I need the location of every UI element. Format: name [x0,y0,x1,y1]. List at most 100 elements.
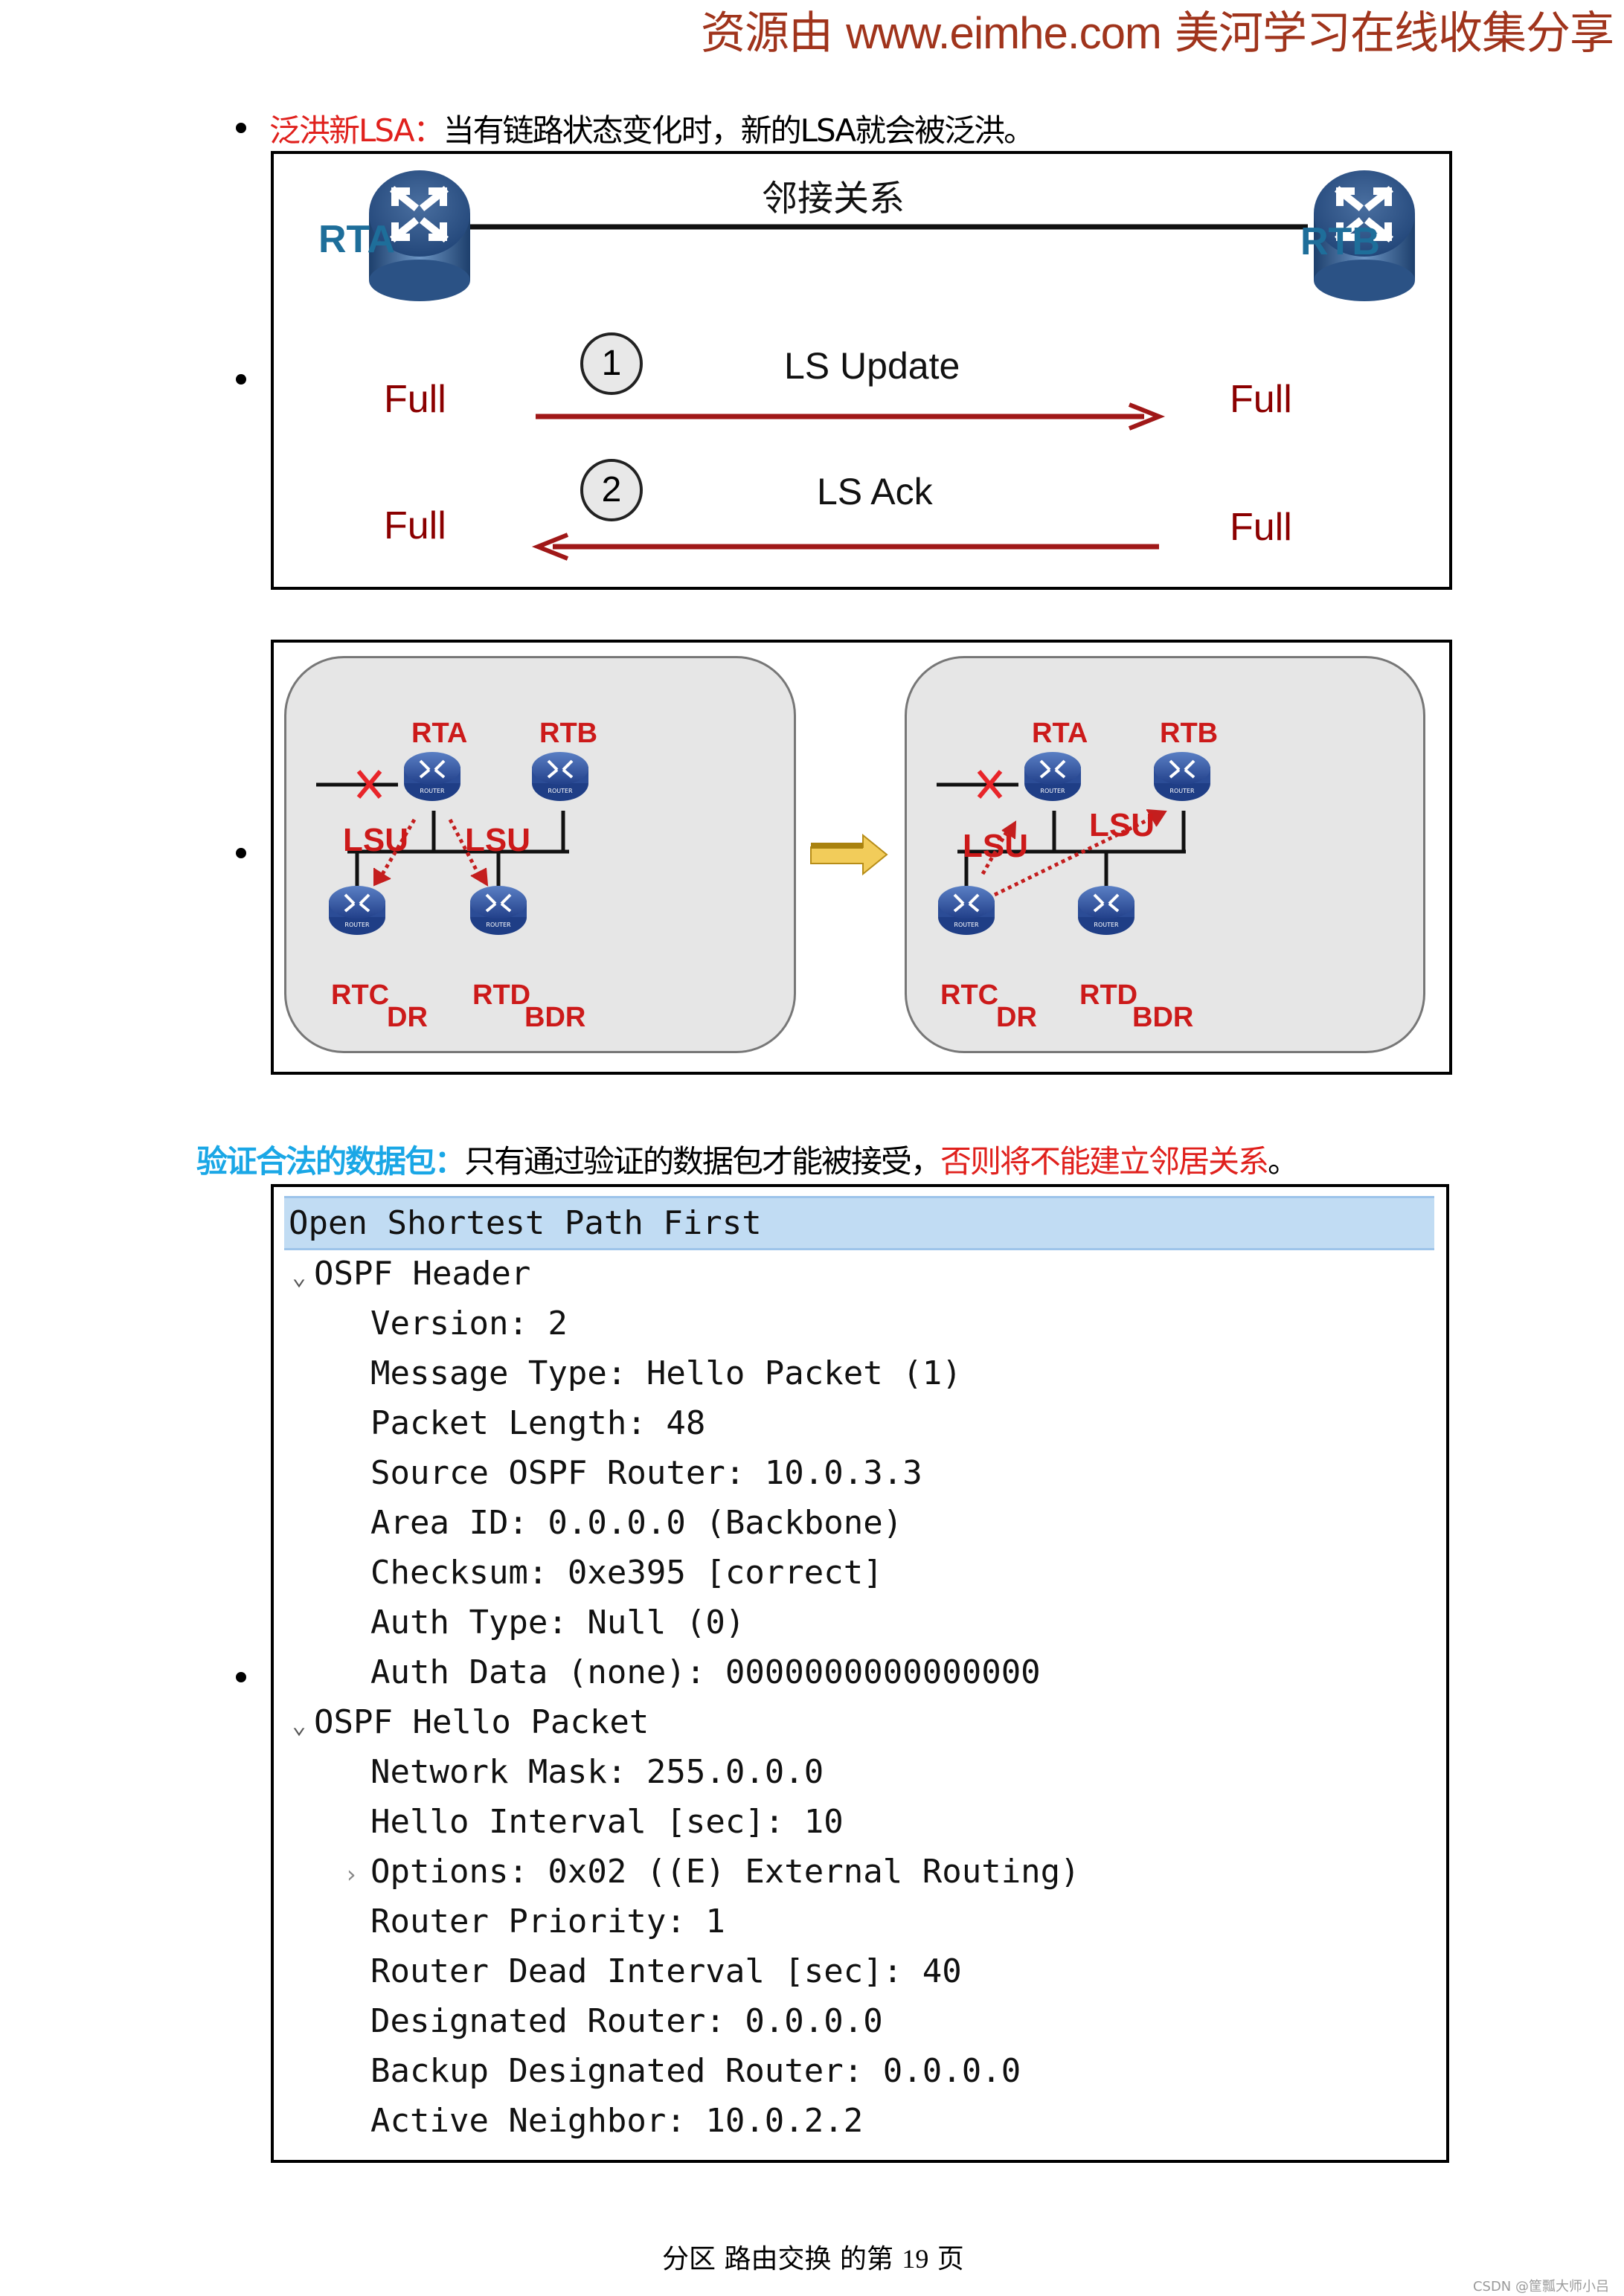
router-rtc-icon: ROUTER [938,886,995,935]
chevron-down-icon[interactable]: ⌄ [292,1262,306,1290]
tree-field[interactable]: Router Priority: 1 [370,1903,725,1940]
tree-field[interactable]: Checksum: 0xe395 [correct] [370,1554,883,1592]
csdn-credit: CSDN @筐瓢大师小吕 [1472,2279,1609,2295]
dr-role-label: DR [996,1002,1037,1033]
tree-field[interactable]: Auth Type: Null (0) [370,1604,745,1641]
tree-field[interactable]: Hello Interval [sec]: 10 [370,1803,844,1841]
lsa-flood-diagram: RTA RTB 邻接关系 1 LS Update Full Full 2 LS … [271,151,1452,590]
page-number: 19 [902,2244,929,2274]
adjacency-label: 邻接关系 [762,178,905,219]
router-rta-label: RTA [318,218,396,261]
dr-role-label: DR [387,1002,428,1033]
svg-text:ROUTER: ROUTER [344,922,370,928]
panel-before: ROUTER ROUTER ROUTER ROUTER RTA RTB RTC … [284,656,796,1053]
watermark-url: www.eimhe.com [846,8,1162,58]
section2-warning: 否则将不能建立邻居关系 [940,1143,1269,1180]
tree-field[interactable]: Version: 2 [370,1305,568,1342]
svg-text:ROUTER: ROUTER [954,922,979,928]
router-rta-icon: ROUTER [404,752,460,801]
diagram1-graphics [369,170,1415,561]
section2-highlight: 验证合法的数据包： [196,1143,466,1180]
rtb-label: RTB [539,718,598,749]
bullet [236,374,246,385]
ls-update-label: LS Update [784,345,960,387]
step-1-badge: 1 [580,332,643,395]
section1-line: 泛洪新LSA：当有链路状态变化时，新的LSA就会被泛洪。 [269,106,1035,151]
rta-state-2: Full [384,504,446,547]
footer-prefix: 分区 路由交换 的第 [662,2244,902,2274]
lsu-flow-rta-rtd [448,818,481,875]
router-rtb-icon: ROUTER [532,752,588,801]
watermark-suffix: 美河学习在线收集分享 [1161,7,1614,60]
section2-line: 验证合法的数据包：只有通过验证的数据包才能被接受，否则将不能建立邻居关系。 [196,1136,1299,1182]
rta-label: RTA [1032,718,1088,749]
bdr-role-label: BDR [524,1002,586,1033]
router-rtd-icon: ROUTER [470,886,527,935]
section1-highlight: 泛洪新LSA： [269,112,445,149]
lsu-label: LSU [1089,807,1155,843]
tree-field[interactable]: Router Dead Interval [sec]: 40 [370,1952,962,1990]
rta-label: RTA [411,718,468,749]
dr-bdr-flood-diagram: ROUTER ROUTER ROUTER ROUTER RTA RTB RTC … [271,640,1452,1075]
page-footer: 分区 路由交换 的第 19 页 [662,2237,964,2276]
tree-field[interactable]: Source OSPF Router: 10.0.3.3 [370,1454,922,1492]
footer-suffix: 页 [928,2244,964,2274]
svg-text:ROUTER: ROUTER [420,788,445,794]
watermark-prefix: 资源由 [701,7,847,60]
bullet [236,123,246,133]
svg-text:ROUTER: ROUTER [1094,922,1119,928]
tree-field[interactable]: Packet Length: 48 [370,1404,706,1442]
tree-node-label: OSPF Hello Packet [314,1703,649,1741]
router-rtb-icon [1314,170,1415,301]
tree-field[interactable]: Message Type: Hello Packet (1) [370,1354,962,1392]
tree-field[interactable]: Designated Router: 0.0.0.0 [370,2002,883,2040]
tree-field[interactable]: Auth Data (none): 0000000000000000 [370,1653,1041,1691]
panel-before-graphics: ROUTER ROUTER ROUTER ROUTER [316,752,588,935]
router-rtd-icon: ROUTER [1078,886,1134,935]
tree-field[interactable]: Area ID: 0.0.0.0 (Backbone) [370,1504,903,1542]
rtb-state-1: Full [1230,378,1292,421]
source-watermark: 资源由 www.eimhe.com 美河学习在线收集分享 [701,0,1614,62]
router-rta-icon [369,170,470,301]
svg-text:ROUTER: ROUTER [1169,788,1195,794]
panel-after-graphics: ROUTER ROUTER ROUTER ROUTER [937,752,1210,935]
lsu-label: LSU [343,822,408,858]
tree-root-ospf[interactable]: Open Shortest Path First [284,1196,1434,1250]
lsu-label: LSU [465,822,530,858]
section2-text: 只有通过验证的数据包才能被接受， [464,1143,942,1180]
tree-node-label: OSPF Header [314,1255,531,1293]
rtd-label: RTD [1079,980,1138,1011]
svg-text:ROUTER: ROUTER [1040,788,1065,794]
chevron-right-icon[interactable]: › [344,1860,359,1888]
bullet [236,1672,246,1682]
rtb-state-2: Full [1230,506,1292,549]
bullet [236,848,246,858]
transition-arrow-icon [810,833,888,876]
tree-root-label: Open Shortest Path First [289,1204,762,1242]
rtd-label: RTD [472,980,531,1011]
tree-node-ospf-hello[interactable]: ⌄ OSPF Hello Packet [284,1697,649,1747]
tree-field[interactable]: Backup Designated Router: 0.0.0.0 [370,2052,1021,2090]
router-rtb-icon: ROUTER [1154,752,1210,801]
link-failure-icon [977,770,1003,799]
bdr-role-label: BDR [1132,1002,1194,1033]
tree-field[interactable]: Active Neighbor: 10.0.2.2 [370,2102,864,2140]
lsu-label: LSU [963,828,1028,864]
router-rtb-label: RTB [1300,220,1380,263]
chevron-down-icon[interactable]: ⌄ [292,1711,306,1739]
tree-node-label: Options: 0x02 ((E) External Routing) [370,1853,1080,1891]
tree-node-ospf-header[interactable]: ⌄ OSPF Header [284,1249,530,1299]
svg-text:ROUTER: ROUTER [486,922,511,928]
ls-ack-label: LS Ack [817,471,933,512]
panel-after: ROUTER ROUTER ROUTER ROUTER RTA RTB RTC … [905,656,1425,1053]
lsu-flow-rtc-rta [981,829,1010,875]
section2-end: 。 [1268,1143,1299,1180]
router-rtc-icon: ROUTER [329,886,385,935]
ls-update-arrowhead [1128,402,1166,431]
tree-field[interactable]: Network Mask: 255.0.0.0 [370,1753,824,1791]
rta-state-1: Full [384,378,446,421]
lsu-flow-rta-rtc [379,818,417,877]
rtc-label: RTC [331,980,390,1011]
step-2-badge: 2 [580,459,643,521]
tree-node-options[interactable]: › Options: 0x02 ((E) External Routing) [332,1847,1080,1897]
